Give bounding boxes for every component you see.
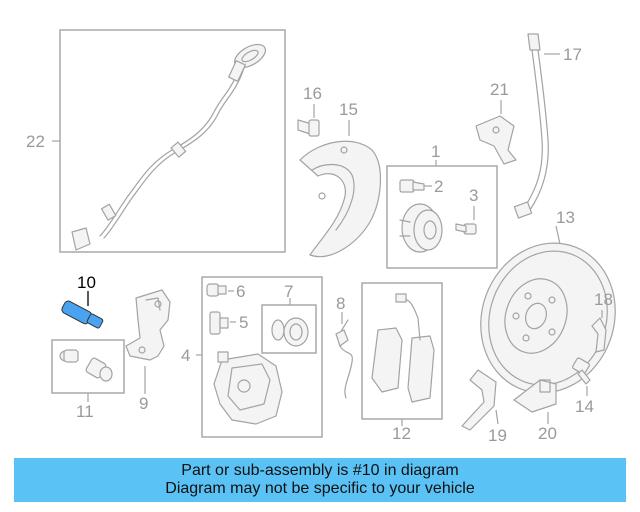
caliper-carrier: [125, 289, 171, 361]
bleeder-6: [206, 283, 227, 297]
brake-hose: [513, 33, 549, 219]
label-19: 19: [488, 426, 507, 445]
label-9: 9: [139, 394, 148, 413]
label-16: 16: [303, 84, 322, 103]
label-21: 21: [490, 80, 509, 99]
guide-5: [209, 311, 229, 335]
label-22: 22: [26, 132, 45, 151]
label-10 num-hi: 10: [77, 273, 96, 292]
label-18: 18: [594, 290, 613, 309]
banner-line-2: Diagram may not be specific to your vehi…: [165, 480, 475, 497]
label-13: 13: [556, 208, 575, 227]
clip-18: [591, 317, 607, 353]
guide-pin-10: [61, 300, 104, 329]
label-5: 5: [239, 313, 248, 332]
guide-pin-kit: [59, 349, 113, 382]
bolt-2: [399, 179, 425, 193]
label-3: 3: [469, 186, 478, 205]
bracket-21: [475, 115, 517, 165]
wheel-hub: [399, 203, 443, 253]
label-14: 14: [575, 397, 594, 416]
wheel-speed-sensor: [71, 43, 266, 251]
piston-seal: [271, 317, 309, 347]
bolt-14: [572, 357, 591, 385]
bracket-20: [513, 379, 557, 413]
label-15: 15: [339, 100, 358, 119]
label-4: 4: [181, 346, 190, 365]
brake-pads: [371, 293, 435, 403]
label-8: 8: [336, 294, 345, 313]
splash-shield: [299, 140, 382, 258]
banner-line-1: Part or sub-assembly is #10 in diagram: [181, 462, 459, 479]
info-banner: Part or sub-assembly is #10 in diagram D…: [14, 458, 626, 502]
label-7: 7: [284, 282, 293, 301]
caliper-box: [201, 276, 323, 438]
label-1: 1: [431, 142, 440, 161]
brake-rotor: [480, 242, 616, 394]
label-20: 20: [538, 424, 557, 443]
label-6: 6: [236, 282, 245, 301]
seal-kit-box: [261, 304, 317, 354]
label-2: 2: [434, 177, 443, 196]
bracket-19: [461, 369, 497, 431]
bolt-3: [455, 223, 477, 235]
hub-assembly-box: [386, 165, 498, 269]
spring-clip: [335, 319, 353, 399]
bolt-16: [297, 119, 320, 137]
label-11: 11: [76, 402, 94, 421]
brake-caliper: [213, 351, 283, 425]
label-17: 17: [563, 45, 582, 64]
label-12: 12: [392, 424, 411, 443]
